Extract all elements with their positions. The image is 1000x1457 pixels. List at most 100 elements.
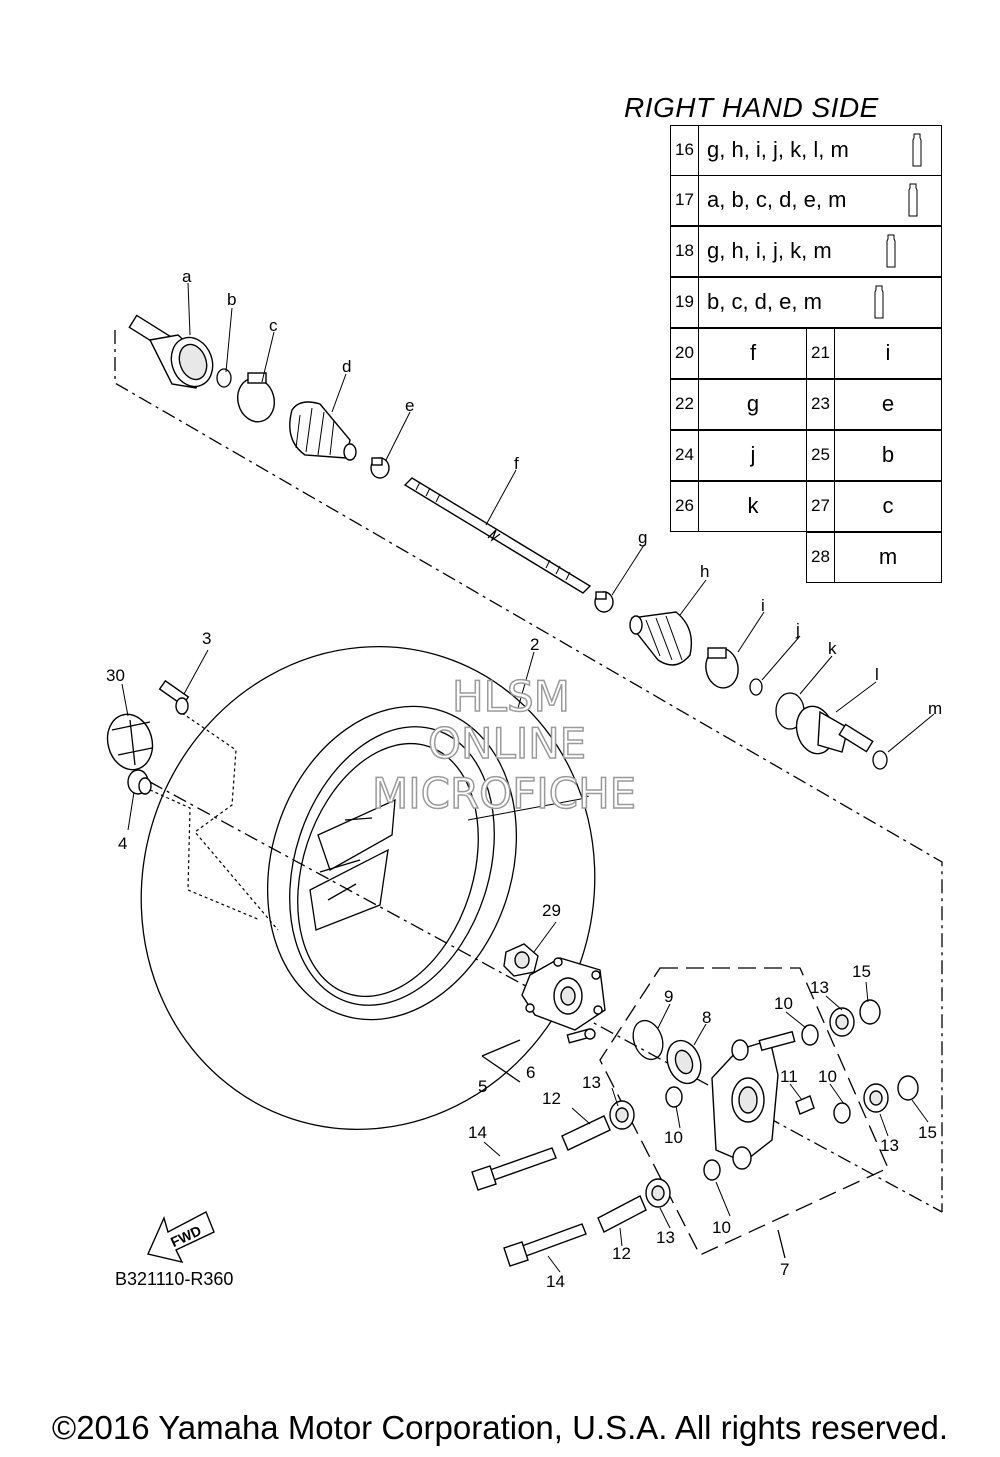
label-f: f — [514, 454, 519, 473]
shaft-f — [403, 477, 592, 594]
kit-row-23: 23 e — [806, 379, 942, 430]
watermark-line-3: MICROFICHE — [372, 769, 636, 818]
label-10b: 10 — [664, 1128, 683, 1147]
label-g: g — [638, 528, 647, 547]
kit-row-number: 28 — [807, 533, 835, 582]
cv-joint-inner-l — [795, 705, 874, 755]
label-15a: 15 — [852, 962, 871, 981]
kit-row-number: 21 — [807, 329, 835, 378]
leader-7 — [777, 1229, 786, 1259]
kit-row-number: 23 — [807, 380, 835, 429]
boot-d — [289, 401, 357, 461]
kit-row-parts: g, h, i, j, k, m — [707, 238, 832, 263]
part-number-labels: 1 2 3 4 5 6 7 8 9 10 10 10 10 11 12 12 1… — [106, 629, 937, 1291]
kit-row-number: 24 — [671, 431, 699, 480]
circlip-b — [216, 368, 232, 388]
kit-row-28: 28 m — [806, 532, 942, 583]
kit-row-parts: b, c, d, e, m — [707, 289, 822, 314]
kit-row-parts: g, h, i, j, k, l, m — [707, 137, 849, 162]
label-13c: 13 — [880, 1136, 899, 1155]
watermark-line-1: HLSM — [452, 672, 570, 721]
label-d: d — [342, 357, 351, 376]
bolt-14b — [503, 1223, 587, 1267]
kit-row-number: 25 — [807, 431, 835, 480]
band-g — [594, 591, 614, 613]
kit-row-part: b — [881, 442, 895, 467]
label-e: e — [405, 396, 414, 415]
kit-row-number: 16 — [671, 126, 699, 175]
kit-row-number: 19 — [671, 278, 699, 327]
kit-row-27: 27 c — [806, 481, 942, 532]
collar-12a — [561, 1115, 611, 1151]
nut-4 — [127, 769, 152, 795]
valve-leader — [181, 712, 279, 931]
bearing-8 — [666, 1039, 702, 1085]
valve-3 — [158, 679, 190, 715]
watermark-line-2: ONLINE — [428, 719, 586, 768]
label-9: 9 — [664, 987, 673, 1006]
kit-row-part: f — [749, 340, 757, 365]
label-13a: 13 — [582, 1073, 601, 1092]
kit-row-22: 22 g — [670, 379, 807, 430]
label-14a: 14 — [468, 1123, 487, 1142]
watermark: HLSM ONLINE MICROFICHE — [371, 671, 637, 819]
hub-cap-30 — [106, 713, 154, 771]
label-b: b — [227, 290, 236, 309]
kit-row-number: 17 — [671, 176, 699, 225]
label-11: 11 — [780, 1067, 798, 1086]
label-12a: 12 — [542, 1089, 561, 1108]
nut-29 — [503, 943, 539, 977]
grease-tube-icon — [912, 133, 922, 167]
grease-tube-icon — [886, 234, 896, 268]
knuckle-group-7 — [599, 967, 889, 1256]
fwd-arrow-icon: FWD — [147, 1211, 215, 1264]
label-i: i — [761, 596, 765, 615]
kit-row-part: m — [878, 544, 898, 569]
label-10c: 10 — [818, 1067, 837, 1086]
label-10d: 10 — [712, 1218, 731, 1237]
label-12b: 12 — [612, 1244, 631, 1263]
kit-row-part: e — [881, 391, 895, 416]
kit-row-number: 22 — [671, 380, 699, 429]
band-i — [705, 647, 739, 689]
label-29: 29 — [542, 901, 561, 920]
kit-row-part: c — [882, 493, 894, 518]
kit-row-18: 18 g, h, i, j, k, m — [670, 226, 942, 277]
bracket-5-6 — [481, 1039, 521, 1083]
kit-row-21: 21 i — [806, 328, 942, 379]
bushing-10a — [801, 1024, 819, 1046]
kit-row-parts: a, b, c, d, e, m — [707, 187, 847, 212]
kit-row-number: 27 — [807, 482, 835, 531]
grease-nipple-11 — [795, 1095, 815, 1115]
circlip-9 — [632, 1019, 664, 1061]
label-8: 8 — [702, 1008, 711, 1027]
grease-tube-icon — [908, 183, 918, 217]
kit-row-number: 26 — [671, 482, 699, 531]
nut-15a — [859, 999, 881, 1025]
bolt-14a — [471, 1147, 557, 1191]
label-l: l — [875, 665, 879, 684]
label-10a: 10 — [774, 994, 793, 1013]
kit-row-24: 24 j — [670, 430, 807, 481]
label-6: 6 — [526, 1063, 535, 1082]
label-a: a — [182, 267, 192, 286]
copyright-notice: ©2016 Yamaha Motor Corporation, U.S.A. A… — [51, 1409, 949, 1446]
diagram-title: RIGHT HAND SIDE — [624, 92, 879, 123]
bushing-10d — [703, 1159, 721, 1181]
label-1: 1 — [580, 782, 589, 801]
circlip-j — [749, 678, 763, 696]
label-13d: 13 — [656, 1228, 675, 1247]
bushing-10c — [833, 1102, 851, 1124]
label-m: m — [928, 699, 942, 718]
label-30: 30 — [106, 666, 125, 685]
label-j: j — [795, 620, 800, 639]
label-5: 5 — [478, 1077, 487, 1096]
cv-joint-outer-a — [128, 314, 214, 389]
nut-15b — [897, 1075, 919, 1101]
wheel-tire — [140, 646, 596, 1130]
kit-row-part: g — [746, 391, 760, 416]
kit-row-19: 19 b, c, d, e, m — [670, 277, 942, 328]
label-h: h — [700, 562, 709, 581]
